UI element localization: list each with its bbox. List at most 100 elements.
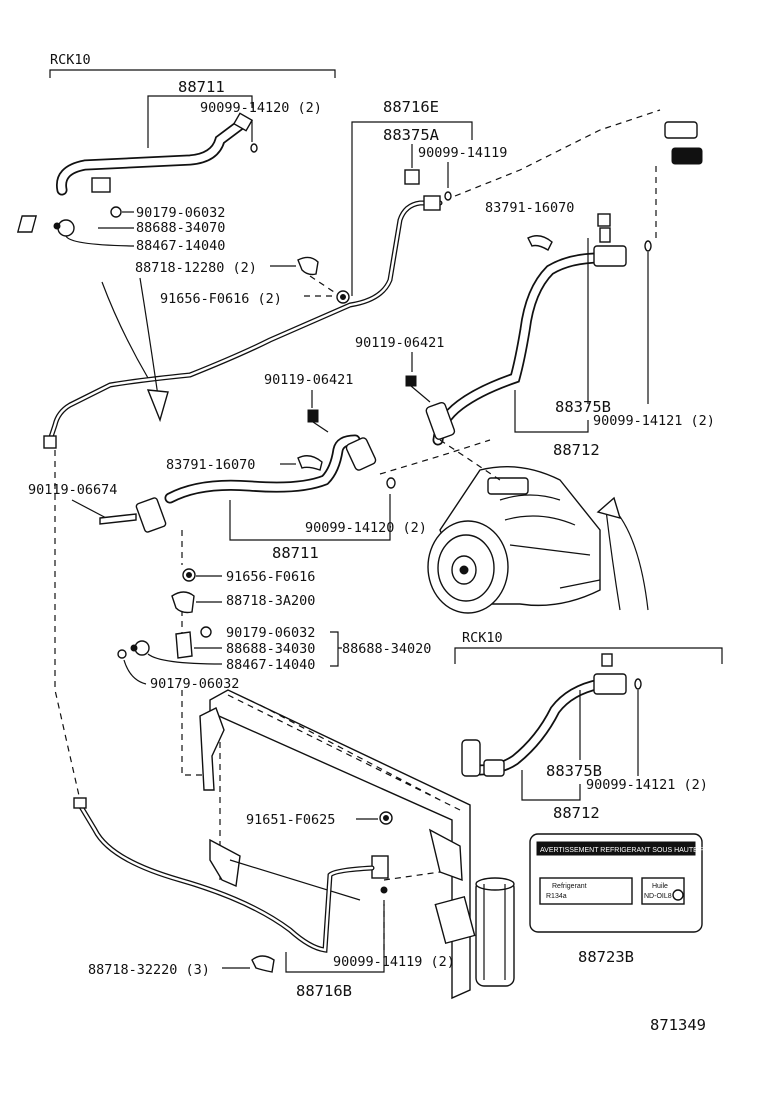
part-88711-top-label: 88711 [178,78,225,96]
part-90099-14121-mid-label: 90099-14121 (2) [593,413,715,429]
part-88467-14040-mid-label: 88467-14040 [226,657,315,673]
hose-fitting-icon [232,112,254,132]
compressor-port-icon [487,477,529,495]
pipe-fitting-icon [423,195,441,211]
hose-clamp-icon-2 [527,235,553,251]
bracket-icon-2 [175,631,193,659]
part-90099-14121-low-label: 90099-14121 (2) [586,777,708,793]
compressor [427,439,649,614]
part-88375B-mid-label: 88375B [555,398,611,416]
pipe-end-fitting-icon [43,435,57,449]
part-88716B-label: 88716B [296,982,352,1000]
part-88688-34030-label: 88688-34030 [226,641,315,657]
part-90099-14120-top-label: 90099-14120 (2) [200,100,322,116]
service-cap-icon-2 [671,147,703,165]
valve-cap-icon [597,213,611,227]
o-ring-icon-3 [644,240,652,252]
88711-top-leader [147,95,253,148]
part-91651-F0625-label: 91651-F0625 [246,812,335,828]
o-ring-icon-5 [634,678,642,690]
decal-oil-label: Huile [652,883,668,890]
cap-icon [404,169,420,185]
refrigerant-warning-decal: AVERTISSEMENT REFRIGERANT SOUS HAUTE PRE… [529,833,736,966]
charge-valve-icon [599,227,611,243]
liquid-pipe-88716B [78,803,374,952]
pressure-switch-icon-3 [371,855,389,879]
suction-hose-mid-group: 90119-06421 83791-16070 90119-06674 9009… [28,277,491,562]
88711-mid-leader [229,494,391,541]
part-90099-14120-mid-label: 90099-14120 (2) [305,520,427,536]
rck10-right-bracket [454,647,723,664]
rck10-top-bracket [49,69,336,78]
pressure-switch-icon [57,219,75,237]
decal-oil-value: ND-OIL8 [644,893,672,900]
discharge-hose-88712-upper [434,254,604,444]
part-90099-14119-top-label: 90099-14119 [418,145,507,161]
rck10-top-group: RCK10 88711 90099-14120 (2) 90179-06032 … [16,52,350,307]
decal-refrigerant-label: Refrigerant [552,883,587,890]
part-83791-16070-right-label: 83791-16070 [485,200,574,216]
compressor-fitting-icon [425,401,456,440]
dryer-bracket-icon [434,895,476,945]
o-ring-icon-2 [444,191,452,201]
part-88712-mid-label: 88712 [553,441,600,459]
hose-block-fitting-icon-3 [461,739,481,777]
part-88718-3A200-label: 88718-3A200 [226,593,315,609]
part-88375A-label: 88375A [383,126,440,144]
diagram-number: 871349 [650,1016,706,1034]
bolt-head-icon [405,375,417,387]
part-90119-06421-right-label: 90119-06421 [355,335,444,351]
suction-hose-88711-mid [166,436,359,502]
location-arrow-1 [101,281,149,379]
part-88716E-label: 88716E [383,98,439,116]
part-90119-06421-left-label: 90119-06421 [264,372,353,388]
pipe-route-dashed [54,450,81,801]
discharge-pipe-88716E [48,201,442,442]
part-91656-F0616-top-label: 91656-F0616 (2) [160,291,282,307]
condenser-right-bracket-icon [428,828,463,882]
part-90179-06032-mid-label: 90179-06032 [226,625,315,641]
nut-icon-3 [117,649,127,659]
hose-coupling-icon [593,245,627,267]
decal-header-bar [536,841,696,856]
decal-refrigerant-box [539,877,633,905]
location-arrow-3 [605,509,621,611]
part-88375B-low-label: 88375B [546,762,602,780]
88712-upper-leaders [514,238,649,433]
part-90179-06032-low-label: 90179-06032 [150,676,239,692]
pipe-end-fitting-icon-2 [73,797,87,809]
o-ring-icon [250,143,258,153]
service-cap-icon [664,121,698,139]
condenser: 91651-F0625 90099-14119 (2) 88718-32220 … [54,450,515,1000]
part-90179-06032-top-label: 90179-06032 [136,205,225,221]
condenser-left-bracket-icon [199,707,225,791]
bracket-icon [16,215,38,233]
suction-hose-88711-top [57,121,244,194]
nut-icon-2 [200,626,212,638]
pipe-clamp-icon-2 [251,955,275,973]
nut-icon [110,206,122,218]
hose-clamp-icon-3 [297,455,323,471]
o-ring-icon-4 [386,477,396,489]
part-90099-14119-low-label: 90099-14119 (2) [333,954,455,970]
discharge-pipe-group: 88716E 88375A 90099-14119 [43,98,661,449]
arrow-head-icon-2 [596,496,622,520]
part-88711-mid-label: 88711 [272,544,319,562]
arrow-head-icon [146,389,169,423]
hose-clamp-icon [91,177,111,193]
hose-block-fitting-icon [345,437,377,471]
condenser-lower-bracket-icon [209,838,241,888]
bolt-head-icon-2 [307,409,319,423]
charge-valve-icon-2 [601,653,613,667]
rck10-right-lower-group: RCK10 88375B 90099-14121 (2) 88712 [454,630,723,822]
decal-refrigerant-value: R134a [546,893,567,900]
rck10-right-upper-group: 83791-16070 90119-06421 88375B 90099-141… [355,121,715,459]
condenser-bracket-parts: 91656-F0616 88718-3A200 90179-06032 8868… [117,530,431,692]
part-83791-16070-left-label: 83791-16070 [166,457,255,473]
hose-coupling-icon-2 [593,673,627,695]
part-88688-34020-label: 88688-34020 [342,641,431,657]
part-88688-34070-label: 88688-34070 [136,220,225,236]
long-bolt-icon [99,513,137,525]
rck10-top-label: RCK10 [50,52,91,68]
